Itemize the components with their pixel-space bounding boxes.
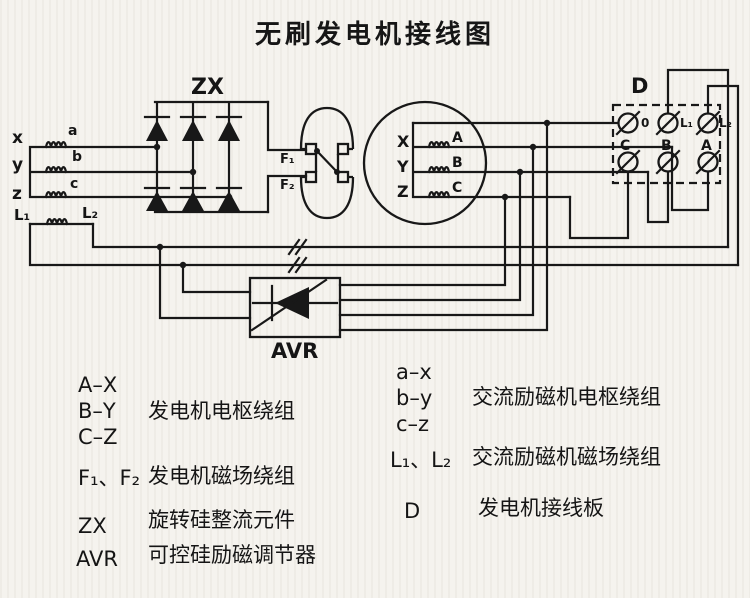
exciter-phase-C: C: [452, 180, 463, 196]
legend-exciter-field-desc: 交流励磁机磁场绕组: [472, 445, 661, 469]
exciter-terminal-Z: Z: [397, 182, 409, 201]
legend-field-desc: 发电机磁场绕组: [148, 464, 295, 488]
exciter-armature-circle: [362, 100, 674, 226]
exciter-phase-B: B: [452, 155, 463, 171]
wire-break-mark: [287, 256, 308, 274]
avr-regulator: [156, 121, 549, 339]
legend-avr: AVR: [76, 547, 118, 571]
legend-axx: a–x: [396, 360, 432, 384]
phase-wire-c: c: [70, 176, 79, 192]
board-terminal-c: C: [620, 138, 631, 154]
phase-wire-b: b: [72, 149, 83, 165]
board-terminal-b: B: [661, 138, 672, 154]
legend-cz: C–Z: [78, 425, 118, 449]
legend-armature-desc: 发电机电枢绕组: [148, 399, 295, 423]
legend-l1l2: L₁、L₂: [390, 448, 452, 472]
junction-dot: [334, 169, 340, 175]
exciter-field-l1: L₁: [14, 206, 31, 224]
stator-terminal-y: y: [12, 155, 24, 175]
legend-ax: A–X: [78, 373, 118, 397]
exciter-field-l2: L₂: [82, 204, 99, 222]
legend-d: D: [404, 499, 421, 523]
exciter-terminal-X: X: [397, 132, 410, 151]
stator-terminal-z: z: [12, 184, 22, 204]
field-lead-f1: F₁: [280, 152, 295, 167]
legend-f1f2: F₁、F₂: [78, 466, 140, 490]
board-terminal-0: 0: [641, 116, 650, 130]
legend-by: B–Y: [78, 399, 116, 423]
avr-label: AVR: [271, 339, 319, 363]
junction-dot: [314, 148, 320, 154]
exciter-terminal-Y: Y: [397, 157, 409, 176]
terminal-board-d: [611, 103, 722, 185]
stator-terminal-x: x: [12, 128, 23, 148]
neutral-wire: [411, 119, 620, 127]
board-label-d: D: [631, 74, 649, 98]
junction-dot: [153, 143, 161, 151]
legend-byy: b–y: [396, 386, 433, 410]
rectifier-bridge-zx: [143, 100, 308, 214]
exciter-field-circuit: [28, 68, 740, 274]
legend-zx-desc: 旋转硅整流元件: [148, 508, 295, 532]
junction-dot: [225, 193, 233, 201]
phase-wire-a: a: [68, 123, 78, 139]
legend-board-desc: 发电机接线板: [478, 496, 604, 520]
stator-windings: [28, 141, 231, 199]
rotor-coupling-symbol: [299, 106, 355, 220]
legend-czz: c–z: [396, 412, 430, 436]
terminal-screw: [615, 110, 721, 175]
rectifier-label-zx: ZX: [191, 75, 224, 100]
junction-dot: [189, 168, 197, 176]
board-terminal-l2: L₂: [719, 116, 732, 130]
board-terminal-a: A: [701, 138, 712, 154]
legend-zx: ZX: [78, 514, 107, 538]
wire-break-mark: [287, 238, 308, 256]
field-lead-f2: F₂: [280, 178, 295, 193]
legend-avr-desc: 可控硅励磁调节器: [148, 543, 316, 567]
page-title: 无刷发电机接线图: [254, 20, 495, 50]
exciter-phase-A: A: [452, 130, 463, 146]
board-terminal-l1: L₁: [680, 116, 693, 130]
legend-exciter-armature-desc: 交流励磁机电枢绕组: [472, 385, 661, 409]
